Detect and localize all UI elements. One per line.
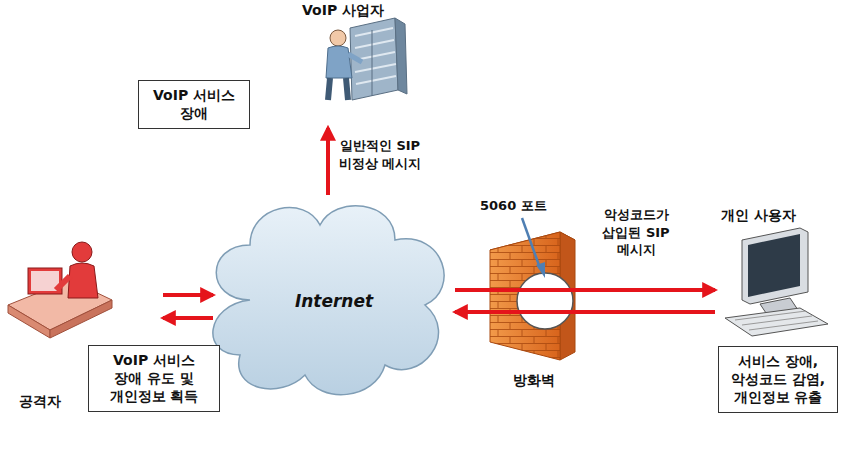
red-arrow	[326, 128, 330, 195]
port-leader-line	[522, 218, 540, 268]
icon-label: 개인 사용자	[721, 207, 796, 225]
user-node: 개인 사용자	[715, 205, 837, 345]
box-text: VoIP 서비스 장애 유도 및 개인정보 획득	[97, 351, 211, 406]
attacker-icon	[8, 242, 112, 338]
box-text: 서비스 장애, 악성코드 감염, 개인정보 유출	[727, 352, 829, 407]
pc-icon	[725, 228, 828, 336]
damage-box: 서비스 장애, 악성코드 감염, 개인정보 유출	[718, 346, 838, 413]
red-arrow	[455, 288, 715, 292]
port-label: 5060 포트	[478, 196, 549, 216]
edge-label: 일반적인 SIP 비정상 메시지	[336, 136, 424, 173]
firewall-icon	[490, 232, 575, 360]
firewall-node: 방화벽	[485, 228, 580, 393]
box-text: VoIP 서비스 장애	[147, 86, 241, 122]
attacker-node: 공격자	[5, 235, 163, 345]
effect-box: VoIP 서비스 장애	[138, 80, 250, 129]
icon-label: VoIP 사업자	[302, 2, 384, 20]
attack-goal-box: VoIP 서비스 장애 유도 및 개인정보 획득	[88, 345, 220, 412]
icon-label: 공격자	[19, 393, 61, 411]
red-arrow	[455, 310, 715, 314]
port-leader-head	[536, 262, 545, 278]
icon-label: 방화벽	[513, 372, 555, 390]
provider-node: VoIP 사업자	[298, 0, 413, 128]
red-arrow	[163, 316, 213, 320]
edge-label: 악성코드가 삽입된 SIP 메시지	[592, 205, 680, 260]
cloud-text: Internet	[213, 291, 455, 311]
server-icon	[326, 18, 407, 100]
internet-cloud-node: Internet	[213, 195, 455, 407]
red-arrow	[163, 293, 213, 297]
